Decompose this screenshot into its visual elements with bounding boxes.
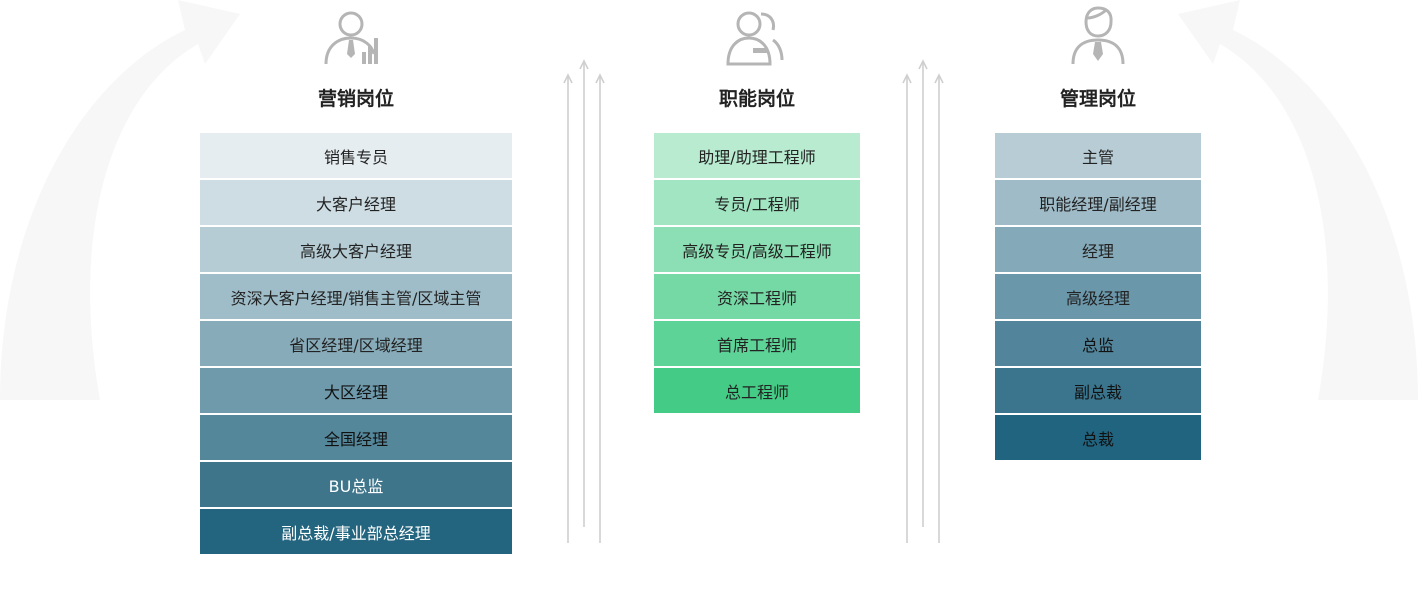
career-step: 职能经理/副经理 <box>995 180 1201 225</box>
career-step: 全国经理 <box>200 415 512 460</box>
sales-career-ladder: 销售专员大客户经理高级大客户经理资深大客户经理/销售主管/区域主管省区经理/区域… <box>200 133 512 556</box>
career-step: 总裁 <box>995 415 1201 460</box>
career-step: 省区经理/区域经理 <box>200 321 512 366</box>
career-step: 副总裁/事业部总经理 <box>200 509 512 554</box>
career-step: BU总监 <box>200 462 512 507</box>
up-arrows-right <box>902 59 944 543</box>
up-arrows-left <box>563 59 605 543</box>
career-step: 总监 <box>995 321 1201 366</box>
functional-column-title: 职能岗位 <box>718 88 795 110</box>
salesperson-chart-icon <box>322 8 380 70</box>
career-step: 高级大客户经理 <box>200 227 512 272</box>
career-step: 高级经理 <box>995 274 1201 319</box>
career-step: 高级专员/高级工程师 <box>654 227 860 272</box>
career-step: 总工程师 <box>654 368 860 413</box>
functional-career-ladder: 助理/助理工程师专员/工程师高级专员/高级工程师资深工程师首席工程师总工程师 <box>654 133 860 415</box>
management-career-ladder: 主管职能经理/副经理经理高级经理总监副总裁总裁 <box>995 133 1201 462</box>
sales-column-title: 营销岗位 <box>317 88 394 110</box>
career-step: 大客户经理 <box>200 180 512 225</box>
team-users-icon <box>725 8 785 70</box>
career-step: 销售专员 <box>200 133 512 178</box>
career-step: 首席工程师 <box>654 321 860 366</box>
management-column-title: 管理岗位 <box>1059 88 1136 110</box>
career-step: 经理 <box>995 227 1201 272</box>
career-step: 主管 <box>995 133 1201 178</box>
career-step: 资深大客户经理/销售主管/区域主管 <box>200 274 512 319</box>
career-step: 专员/工程师 <box>654 180 860 225</box>
career-step: 资深工程师 <box>654 274 860 319</box>
career-step: 副总裁 <box>995 368 1201 413</box>
manager-tie-icon <box>1070 6 1126 70</box>
right-curved-arrow <box>1178 0 1418 400</box>
career-step: 助理/助理工程师 <box>654 133 860 178</box>
career-step: 大区经理 <box>200 368 512 413</box>
